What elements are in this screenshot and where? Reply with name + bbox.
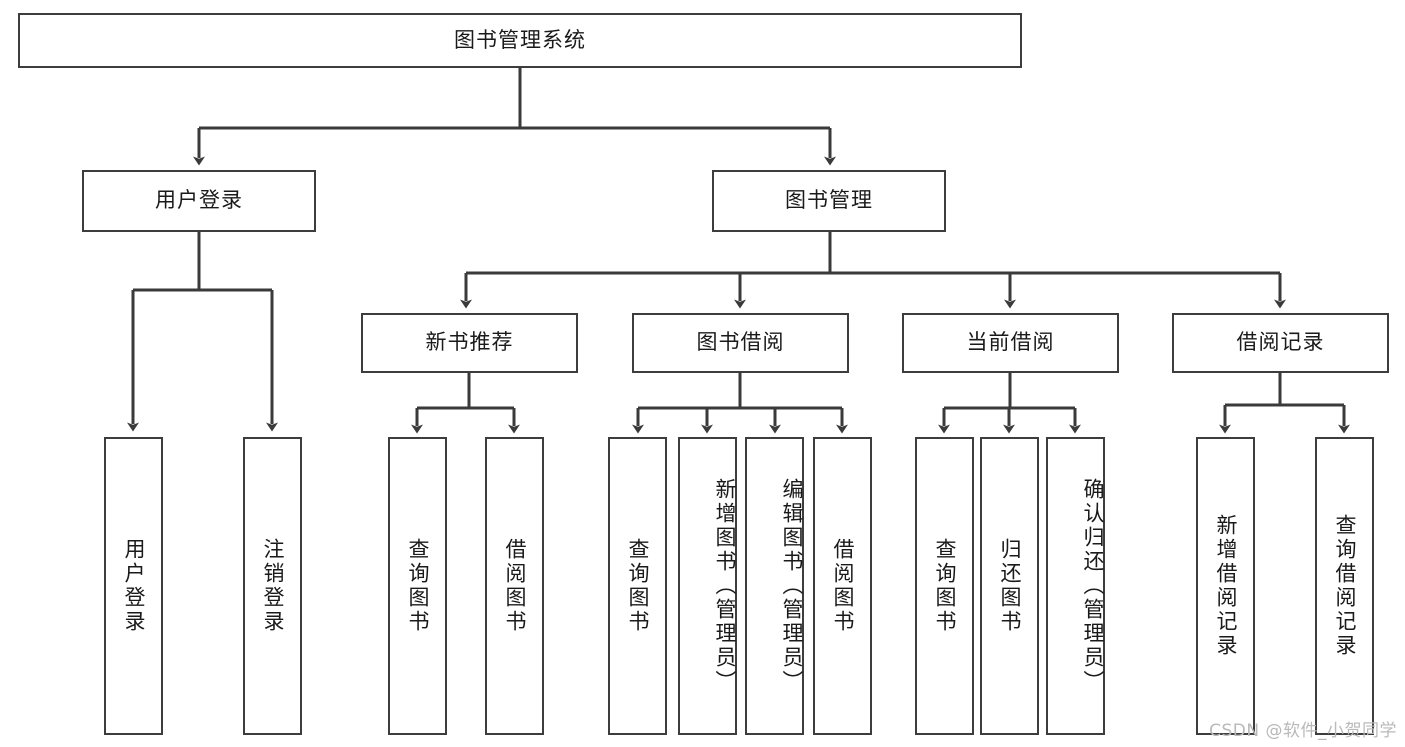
leaf-book-borrow-query[interactable]: 查询图书 — [608, 437, 667, 735]
node-label: 借阅图书 — [503, 538, 527, 634]
watermark: CSDN @软件_小贺同学 — [1209, 721, 1397, 741]
node-new-book-recommend[interactable]: 新书推荐 — [361, 313, 578, 373]
leaf-current-borrow-return[interactable]: 归还图书 — [980, 437, 1039, 735]
node-label: 图书管理系统 — [454, 27, 586, 52]
node-book-borrow[interactable]: 图书借阅 — [632, 313, 849, 373]
leaf-borrow-record-query[interactable]: 查询借阅记录 — [1315, 437, 1374, 735]
node-label: 借阅记录 — [1236, 330, 1325, 355]
node-label: 借阅图书 — [831, 538, 855, 634]
node-book-management[interactable]: 图书管理 — [712, 170, 946, 232]
node-label: 查询图书 — [933, 538, 957, 634]
node-current-borrow[interactable]: 当前借阅 — [902, 313, 1119, 373]
node-label: 确认归还（管理员） — [1081, 478, 1105, 694]
node-label: 图书管理 — [785, 188, 873, 213]
leaf-user-login-login[interactable]: 用户登录 — [104, 437, 163, 735]
leaf-current-borrow-query[interactable]: 查询图书 — [915, 437, 974, 735]
node-label: 注销登录 — [261, 538, 285, 634]
node-label: 新增图书（管理员） — [713, 478, 737, 694]
leaf-current-borrow-confirm-return[interactable]: 确认归还（管理员） — [1046, 437, 1105, 735]
node-label: 用户登录 — [122, 538, 146, 634]
leaf-book-borrow-edit[interactable]: 编辑图书（管理员） — [745, 437, 804, 735]
node-label: 图书借阅 — [696, 330, 785, 355]
node-label: 查询借阅记录 — [1333, 514, 1357, 658]
node-label: 当前借阅 — [966, 330, 1055, 355]
leaf-user-login-logout[interactable]: 注销登录 — [243, 437, 302, 735]
node-label: 查询图书 — [406, 538, 430, 634]
node-label: 归还图书 — [998, 538, 1022, 634]
leaf-book-borrow-borrow[interactable]: 借阅图书 — [813, 437, 872, 735]
node-label: 用户登录 — [155, 188, 243, 213]
leaf-new-book-borrow[interactable]: 借阅图书 — [485, 437, 544, 735]
leaf-new-book-query[interactable]: 查询图书 — [388, 437, 447, 735]
node-label: 新书推荐 — [425, 330, 514, 355]
leaf-book-borrow-add[interactable]: 新增图书（管理员） — [678, 437, 737, 735]
node-root-system[interactable]: 图书管理系统 — [18, 13, 1022, 68]
node-label: 查询图书 — [626, 538, 650, 634]
node-label: 新增借阅记录 — [1214, 514, 1238, 658]
leaf-borrow-record-add[interactable]: 新增借阅记录 — [1196, 437, 1255, 735]
node-user-login[interactable]: 用户登录 — [82, 170, 316, 232]
node-borrow-record[interactable]: 借阅记录 — [1172, 313, 1389, 373]
node-label: 编辑图书（管理员） — [780, 478, 804, 694]
